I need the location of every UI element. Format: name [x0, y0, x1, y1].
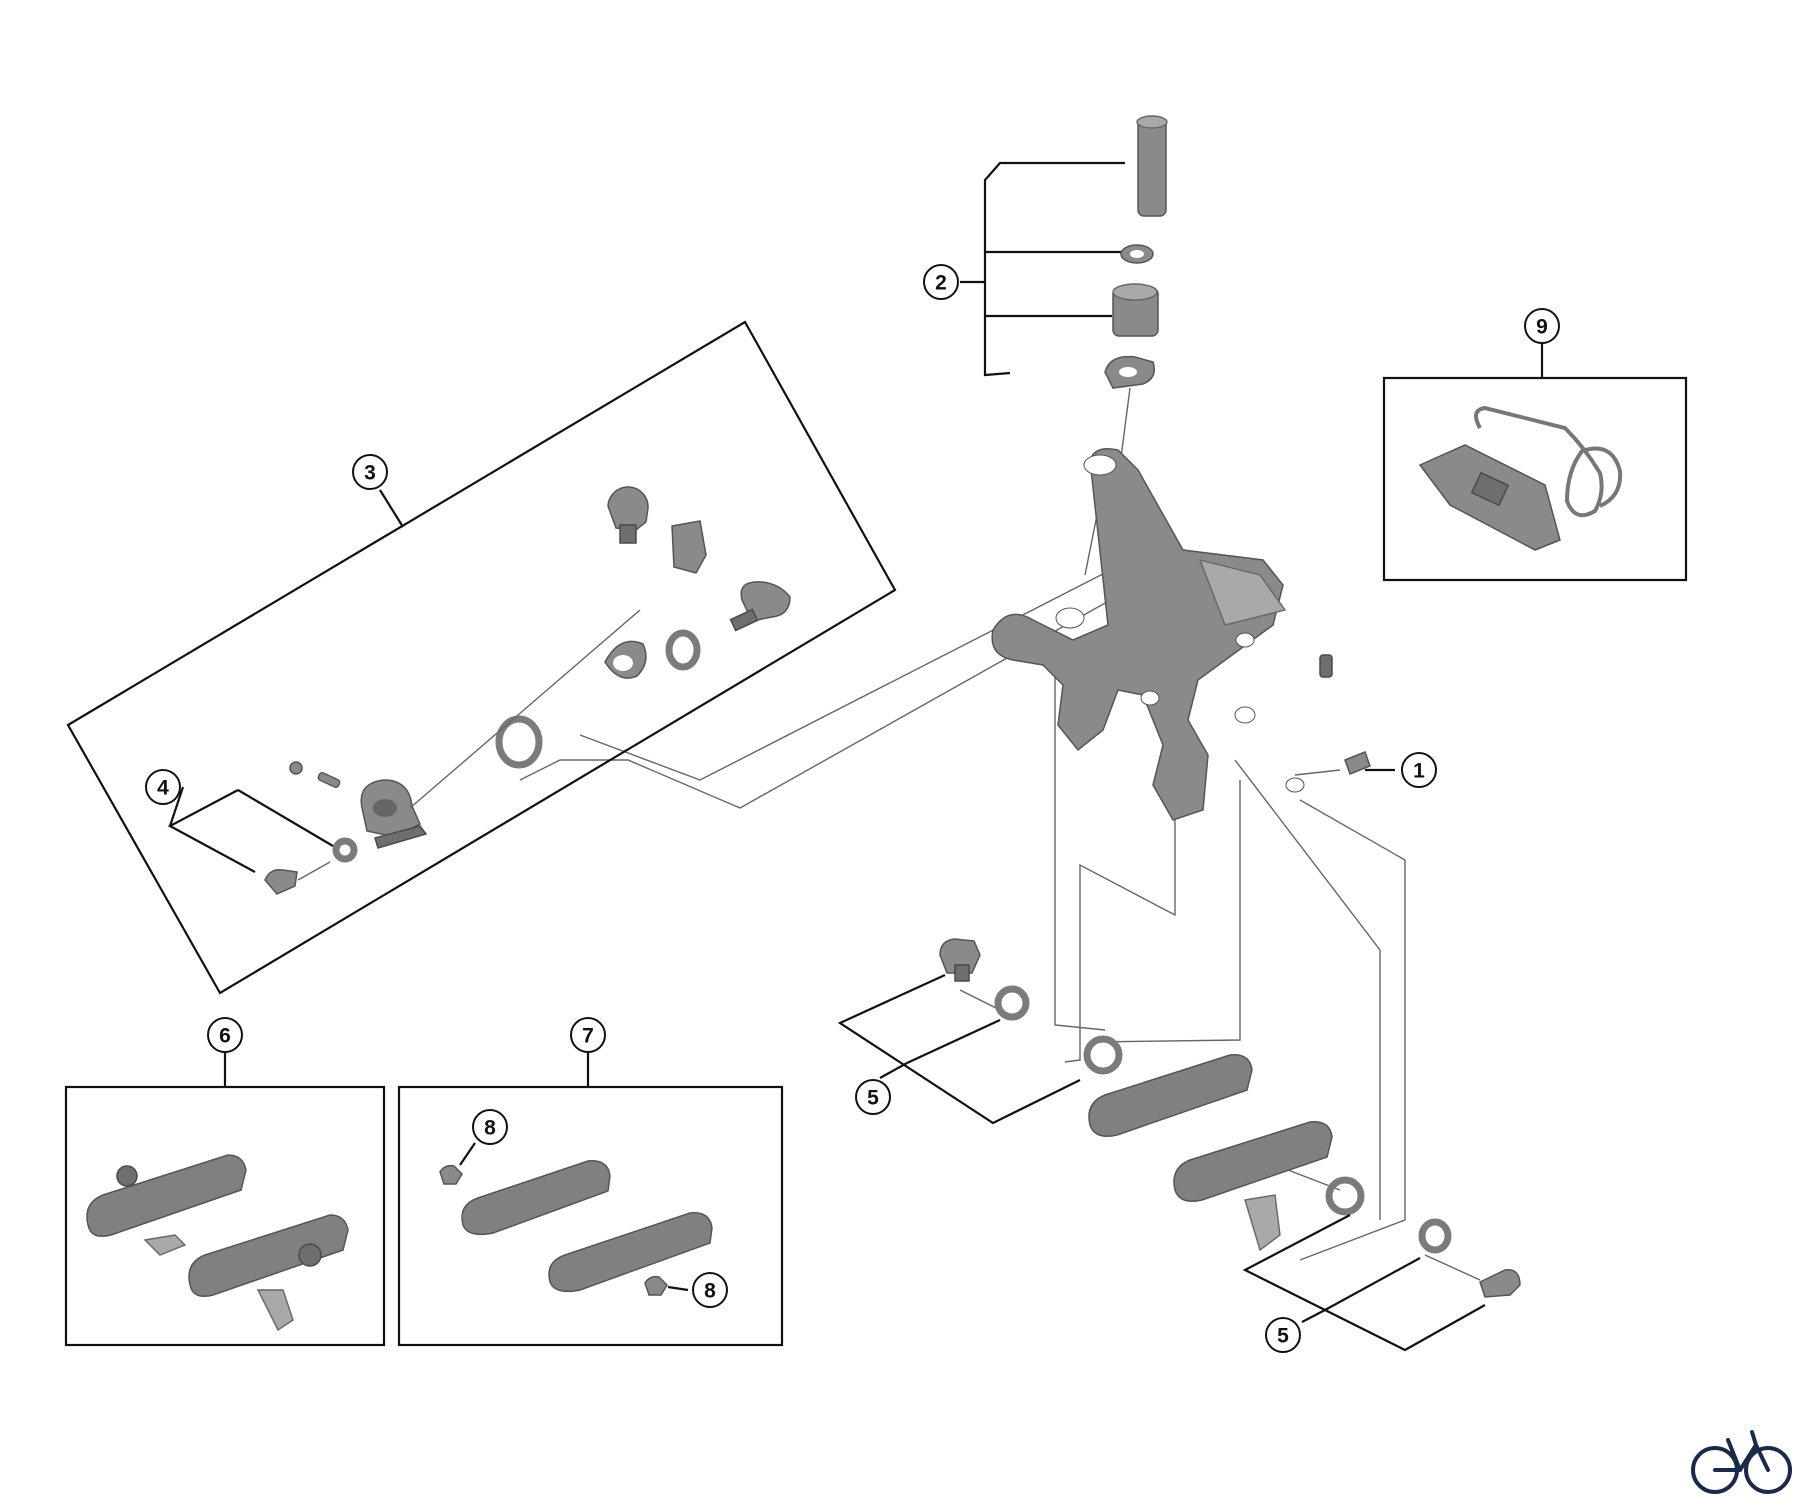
callout-8-leaders: [459, 1142, 689, 1292]
box-9-frame: [1382, 376, 1688, 582]
brake-caliper-body: [991, 448, 1371, 821]
callout-4-label: 4: [157, 777, 169, 800]
brake-pad-inserts-7: [439, 1160, 713, 1296]
callout-5-lower-leaders: [1242, 1214, 1486, 1352]
quick-release-spring-part: [1418, 405, 1623, 551]
callout-8-upper: 8: [472, 1109, 508, 1145]
callout-2-leaders: [960, 161, 1125, 377]
callout-8-lower-label: 8: [704, 1280, 716, 1303]
callout-4-leaders: [167, 786, 334, 873]
callout-9-label: 9: [1536, 316, 1548, 339]
callout-6-label: 6: [219, 1025, 231, 1048]
callout-3-label: 3: [364, 462, 376, 485]
brake-shoe-set-6: [86, 1154, 349, 1332]
callout-1: 1: [1401, 752, 1437, 788]
callout-5-upper-leaders: [837, 973, 1081, 1125]
callout-9: 9: [1524, 308, 1560, 344]
callout-4: 4: [145, 769, 181, 805]
callout-5-lower-label: 5: [1277, 1325, 1289, 1348]
callout-8-upper-label: 8: [484, 1117, 496, 1140]
brake-pivot-assembly: [264, 486, 791, 895]
callout-3-leader: [379, 489, 404, 528]
callout-8-lower: 8: [692, 1272, 728, 1308]
assembly-guide-lines: [519, 449, 1481, 1281]
callout-7-label: 7: [582, 1025, 594, 1048]
callout-1-label: 1: [1413, 760, 1425, 783]
mounting-hardware-upper: [939, 938, 1521, 1298]
callout-3: 3: [352, 454, 388, 490]
callout-7: 7: [570, 1017, 606, 1053]
callout-5-upper: 5: [855, 1079, 891, 1115]
callout-2-label: 2: [935, 272, 947, 295]
cable-adjuster-assembly: [1104, 115, 1168, 466]
bicycle-icon: [1691, 1430, 1792, 1494]
callout-5-lower: 5: [1265, 1317, 1301, 1353]
box-3-frame: [66, 320, 897, 995]
callout-6: 6: [207, 1017, 243, 1053]
callout-2: 2: [923, 264, 959, 300]
box-7-frame: [397, 1085, 784, 1347]
callout-5-upper-label: 5: [867, 1087, 879, 1110]
